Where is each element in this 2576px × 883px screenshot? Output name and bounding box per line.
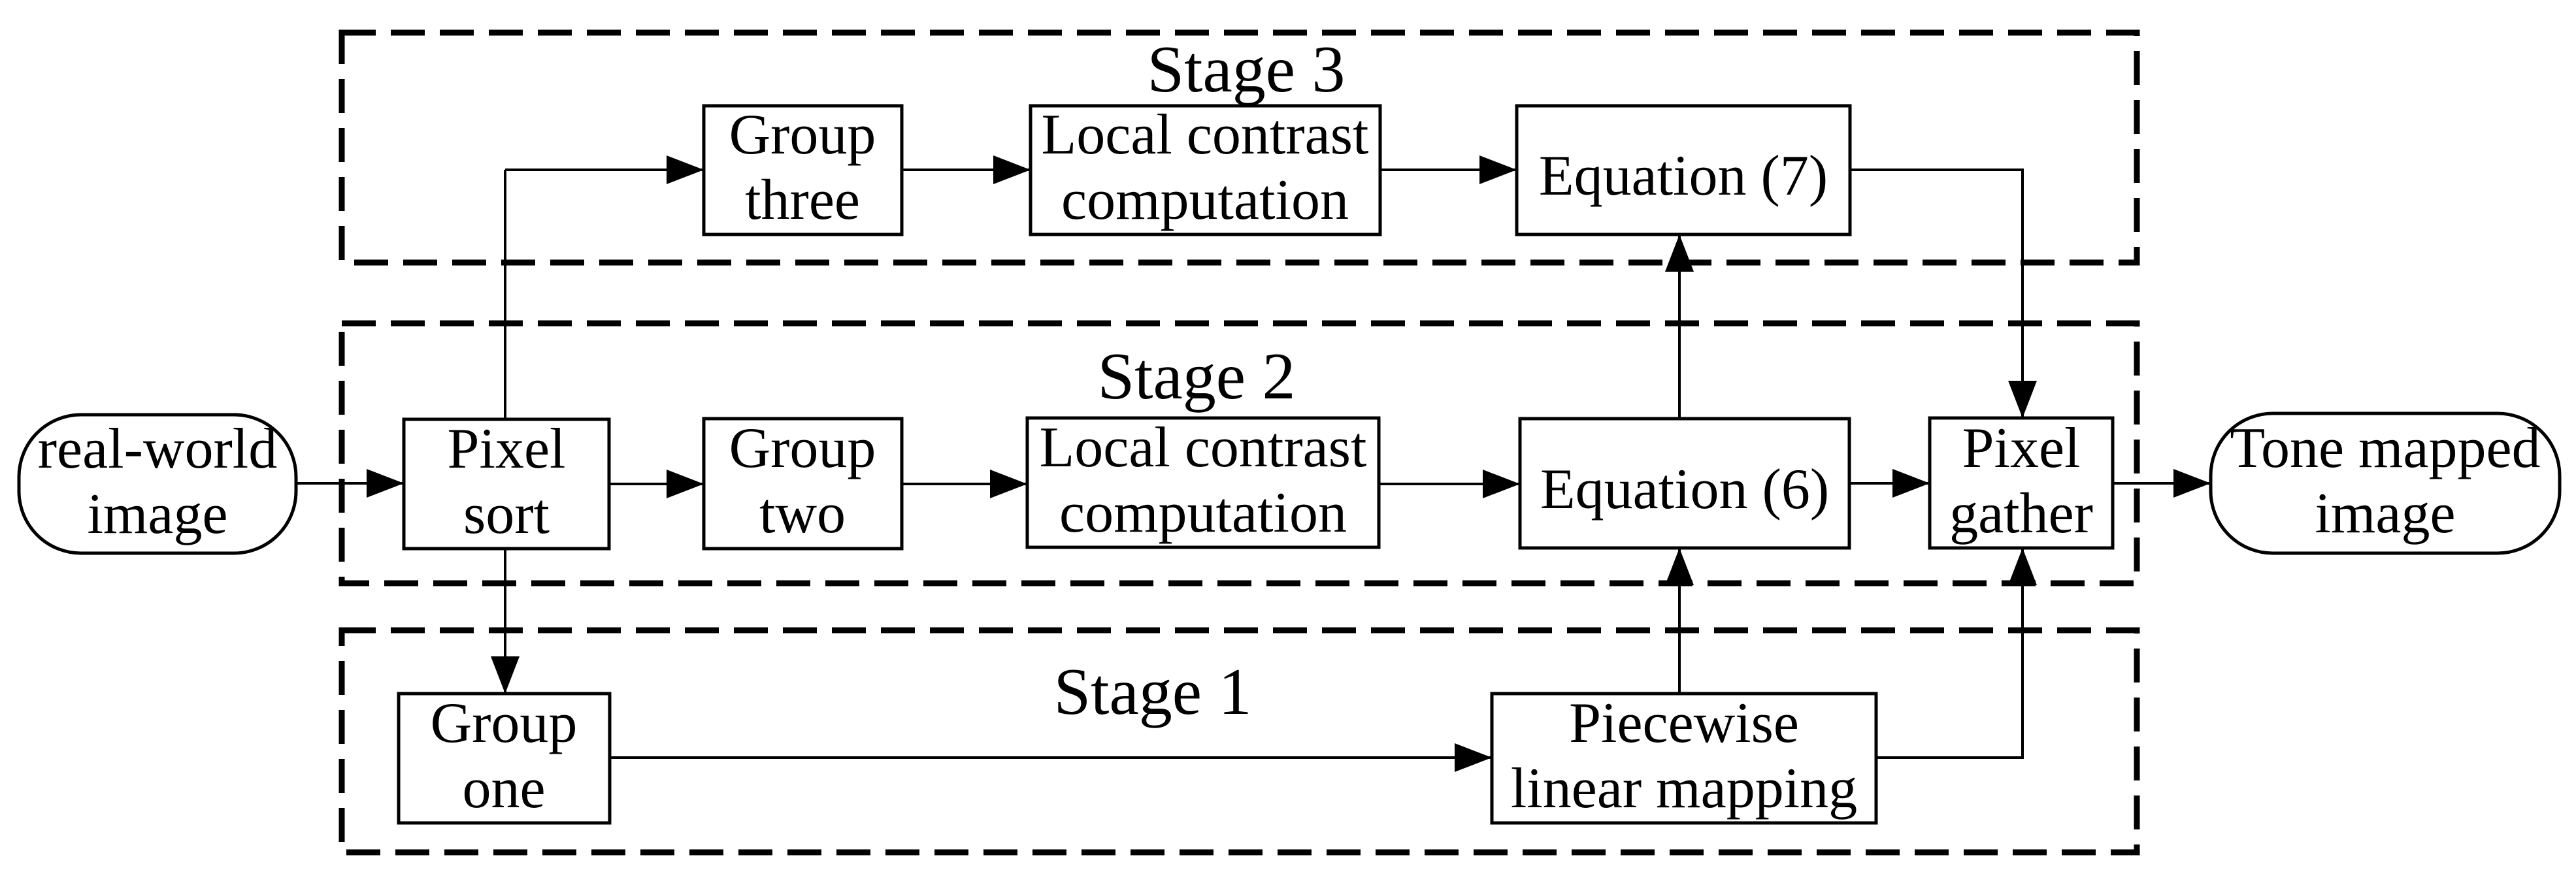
terminal-labels: real-world image Tone mapped image (38, 417, 2541, 546)
pixel-sort-box (402, 417, 611, 551)
stage3-label: Stage 3 (1147, 33, 1345, 106)
group-three-box (702, 104, 904, 236)
tone-mapped-image-label-line1: Tone mapped (2230, 417, 2540, 480)
group-one-label-line2: one (462, 757, 545, 820)
real-world-image-label-line2: image (87, 483, 227, 546)
local-contrast-computation-stage3-box (1029, 104, 1382, 236)
piecewise-label-line2: linear mapping (1511, 757, 1857, 820)
stage-labels: Stage 3 Stage 2 Stage 1 (1053, 33, 1345, 729)
group-one-label-line1: Group (431, 692, 578, 755)
equation-7-label: Equation (7) (1539, 144, 1828, 208)
group-two-label-line1: Group (729, 417, 876, 480)
local-contrast-stage3-label-line1: Local contrast (1042, 103, 1369, 167)
connectors (296, 155, 2211, 772)
process-boxes (397, 104, 2115, 825)
pixel-sort-label-line2: sort (463, 483, 550, 546)
real-world-image-terminal (17, 413, 298, 555)
equation-6-box (1518, 417, 1851, 550)
equation-6-label: Equation (6) (1540, 458, 1829, 521)
stage3-frame (339, 29, 2140, 266)
arrow-piecewise-to-pixelgather (1876, 548, 2037, 759)
tone-mapped-image-terminal (2209, 411, 2562, 555)
pixel-gather-label-line1: Pixel (1962, 417, 2081, 480)
arrow-equation7-to-pixelgather (1850, 169, 2037, 418)
stage1-label: Stage 1 (1053, 655, 1251, 729)
equation-7-box (1515, 104, 1852, 236)
group-one-box (397, 692, 612, 825)
terminals (17, 411, 2562, 555)
group-three-label-line2: three (745, 169, 860, 232)
piecewise-label-line1: Piecewise (1569, 692, 1799, 755)
pixel-gather-label-line2: gather (1949, 482, 2093, 545)
local-contrast-stage2-label-line1: Local contrast (1040, 416, 1367, 479)
stage1-frame (339, 627, 2140, 856)
real-world-image-label-line1: real-world (38, 417, 277, 481)
stage-frames (339, 29, 2140, 856)
local-contrast-stage3-label-line2: computation (1061, 169, 1349, 232)
local-contrast-stage2-label-line2: computation (1059, 481, 1347, 545)
group-two-label-line2: two (759, 482, 846, 545)
stage2-frame (339, 320, 2140, 586)
group-two-box (702, 417, 904, 551)
piecewise-linear-mapping-box (1490, 692, 1878, 825)
group-three-label-line1: Group (729, 103, 876, 167)
box-labels: Group three Local contrast computation E… (431, 103, 2093, 820)
tone-mapped-image-label-line2: image (2315, 482, 2455, 545)
stage2-label: Stage 2 (1097, 340, 1295, 413)
pixel-sort-label-line1: Pixel (448, 417, 566, 481)
local-contrast-computation-stage2-box (1025, 416, 1381, 549)
pixel-gather-box (1928, 416, 2115, 550)
